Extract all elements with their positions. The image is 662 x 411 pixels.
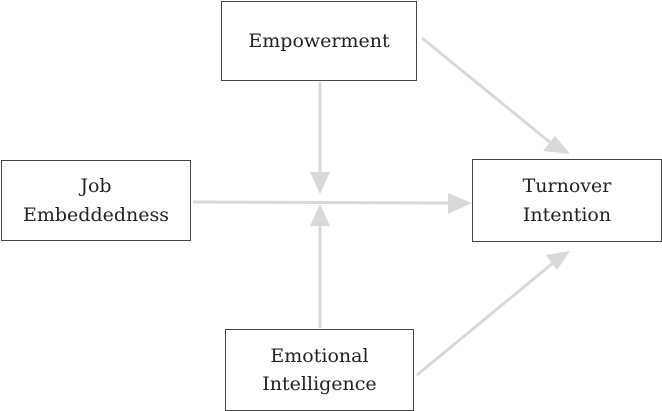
arrow-job-to-turnover	[192, 193, 472, 214]
node-empowerment-label: Empowerment	[248, 29, 390, 52]
arrow-empowerment-to-turnover	[421, 36, 570, 154]
arrow-emotional-moderation	[310, 204, 330, 328]
node-turnover-intention-label: Turnover Intention	[522, 175, 612, 226]
node-turnover-intention: Turnover Intention	[472, 159, 662, 242]
node-emotional-intelligence-label: Emotional Intelligence	[262, 344, 377, 396]
node-empowerment: Empowerment	[221, 1, 417, 81]
arrow-emotional-to-turnover	[416, 251, 570, 377]
node-job-embeddedness: Job Embeddedness	[1, 160, 191, 241]
arrow-empowerment-moderation	[310, 82, 330, 194]
node-emotional-intelligence: Emotional Intelligence	[225, 329, 414, 411]
node-job-embeddedness-label: Job Embeddedness	[22, 175, 169, 226]
